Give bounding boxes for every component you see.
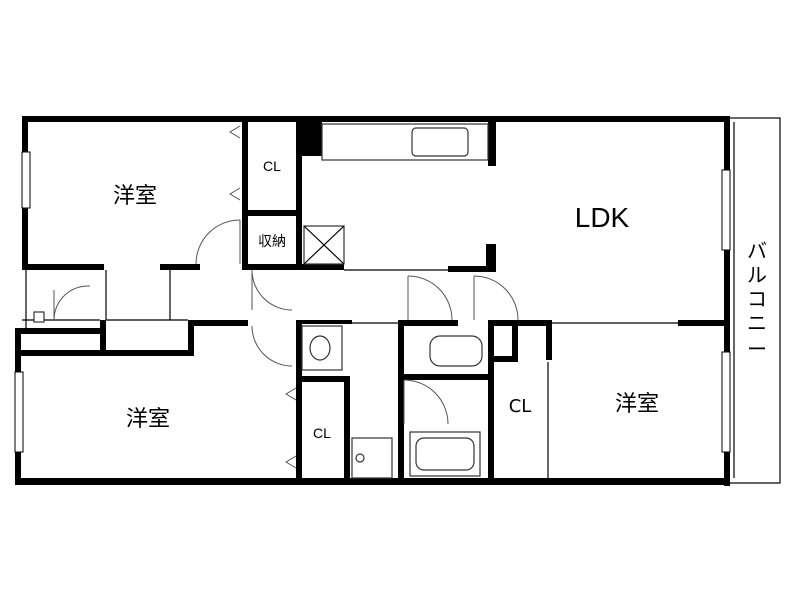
storage-label: 収納 (258, 233, 286, 249)
room-label-western-top-left: 洋室 (113, 184, 157, 209)
walls (15, 116, 730, 486)
door-swings (53, 219, 519, 425)
balcony-char: コ (747, 287, 767, 311)
balcony-char: ル (747, 263, 767, 287)
room-label-western-bottom-right: 洋室 (615, 392, 659, 417)
closet-label-right: CL (509, 396, 532, 417)
closet-label-top: CL (263, 158, 281, 174)
closet-markers (229, 125, 297, 469)
fixtures (33, 123, 489, 479)
balcony-char: バ (747, 239, 767, 263)
room-label-ldk: LDK (575, 202, 630, 233)
balcony-char: ー (747, 337, 767, 361)
closet-label-bottom: CL (313, 425, 331, 441)
room-label-western-bottom-left: 洋室 (126, 407, 170, 432)
balcony-label: バ ル コ ニ ー (747, 239, 767, 361)
balcony-char: ニ (747, 311, 767, 335)
windows (14, 151, 731, 453)
